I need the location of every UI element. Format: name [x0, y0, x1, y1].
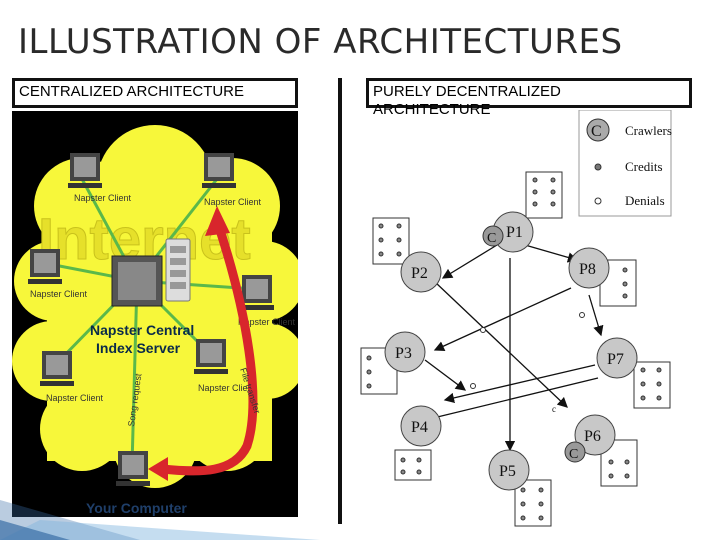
client-label: Napster Client — [198, 383, 256, 393]
crawler-p6 — [564, 441, 586, 463]
token-dots — [366, 177, 662, 521]
legend-credits: Credits — [625, 159, 663, 174]
client-label: Napster Client — [238, 317, 296, 327]
peer-label-p1: P1 — [506, 224, 523, 241]
peer-label-p8: P8 — [579, 261, 596, 278]
peer-label-p6: P6 — [584, 428, 601, 445]
client-label: Napster Client — [30, 289, 88, 299]
file-transfer-arrow — [148, 206, 258, 481]
legend-denials: Denials — [625, 193, 665, 208]
vertical-divider — [338, 78, 342, 524]
decentralized-caption: PURELY DECENTRALIZED ARCHITECTURE — [366, 78, 692, 118]
crawler-p1 — [482, 225, 504, 247]
server-label-line2: Index Server — [96, 340, 181, 356]
client-labels: Napster Client Napster Client Napster Cl… — [30, 193, 296, 403]
peers — [384, 211, 638, 491]
message-dots — [470, 312, 585, 389]
legend: C Crawlers Credits Denials — [578, 109, 672, 217]
crawler-p6-symbol: C — [569, 447, 578, 462]
central-server — [111, 238, 191, 307]
legend-crawlers: Crawlers — [625, 123, 672, 138]
peer-links — [423, 244, 604, 452]
corner-decoration — [0, 500, 320, 540]
centralized-diagram: Internet Napster Central Index Server — [12, 111, 298, 517]
client-label: Napster Client — [204, 197, 262, 207]
client-computers — [28, 153, 274, 486]
message-crawler-mark: c — [552, 404, 556, 414]
centralized-caption: CENTRALIZED ARCHITECTURE — [12, 78, 298, 108]
slide-title: ILLUSTRATION OF ARCHITECTURES — [18, 22, 623, 62]
peer-label-p4: P4 — [411, 419, 428, 436]
centralized-caption-text: CENTRALIZED ARCHITECTURE — [19, 83, 245, 100]
peer-label-p7: P7 — [607, 351, 624, 368]
crawler-p1-symbol: C — [487, 231, 496, 246]
your-computer-label: Your Computer — [86, 500, 187, 516]
decentralized-caption-text: PURELY DECENTRALIZED ARCHITECTURE — [373, 83, 561, 118]
peer-label-p3: P3 — [395, 345, 412, 362]
legend-crawler-symbol: C — [591, 123, 602, 140]
client-label: Napster Client — [74, 193, 132, 203]
server-label-line1: Napster Central — [90, 322, 194, 338]
peer-label-p5: P5 — [499, 463, 516, 480]
peer-label-p2: P2 — [411, 265, 428, 282]
peer-labels: P1 P2 P3 P4 P5 P6 P7 P8 — [395, 224, 624, 480]
client-label: Napster Client — [46, 393, 104, 403]
decentralized-diagram: C Crawlers Credits Denials — [355, 109, 685, 535]
